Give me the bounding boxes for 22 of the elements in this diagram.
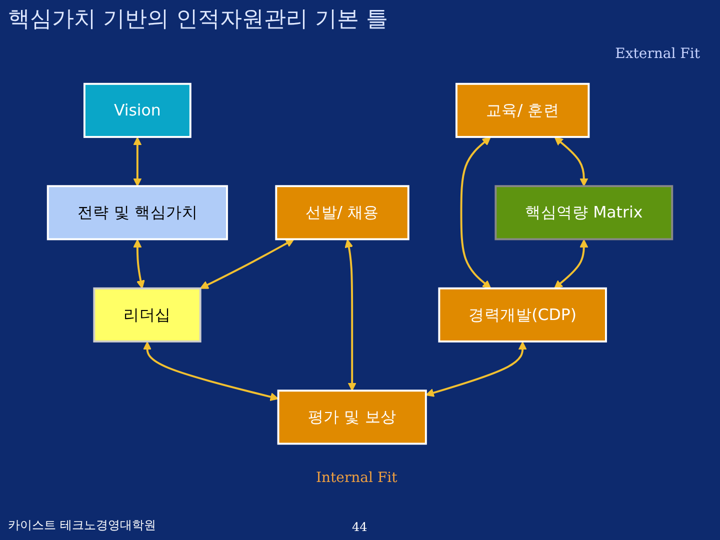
node-box: 평가 및 보상 [277, 390, 427, 445]
node-box: 선발/ 채용 [275, 185, 410, 240]
arrow [200, 239, 294, 290]
node-box: 전략 및 핵심가치 [46, 185, 228, 240]
fit-label: External Fit [615, 46, 700, 62]
arrow [133, 137, 142, 187]
arrow [142, 342, 279, 402]
node-box: 경력개발(CDP) [438, 288, 607, 343]
arrow [133, 239, 145, 289]
arrow [344, 239, 356, 392]
slide-title: 핵심가치 기반의 인적자원관리 기본 틀 [8, 6, 388, 34]
footer-text: 카이스트 테크노경영대학원 [8, 517, 156, 534]
page-number: 44 [352, 520, 368, 534]
arrow [554, 137, 588, 187]
node-box: 리더십 [93, 288, 202, 343]
node-box: Vision [83, 83, 192, 138]
node-box: 교육/ 훈련 [455, 83, 590, 138]
arrow [426, 342, 527, 398]
node-box: 핵심역량 Matrix [494, 185, 674, 240]
fit-label: Internal Fit [316, 470, 398, 486]
arrow [554, 239, 588, 289]
arrow [460, 137, 492, 289]
